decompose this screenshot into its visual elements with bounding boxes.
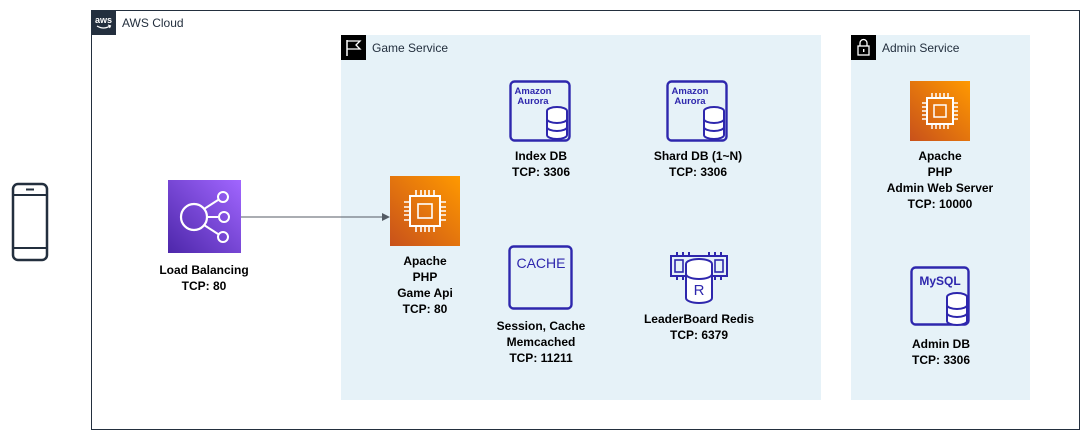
svg-text:Amazon: Amazon bbox=[515, 86, 552, 97]
lock-icon bbox=[851, 35, 876, 60]
svg-text:Aurora: Aurora bbox=[674, 96, 706, 107]
amazon-aurora-icon: Amazon Aurora bbox=[509, 80, 573, 144]
svg-text:CACHE: CACHE bbox=[516, 255, 565, 271]
elasticache-icon: CACHE bbox=[508, 245, 574, 311]
aws-cloud-group bbox=[91, 10, 1080, 430]
admin-web-server-label: Apache PHP Admin Web Server TCP: 10000 bbox=[886, 149, 994, 211]
aws-logo-icon: aws bbox=[91, 10, 116, 35]
flag-icon bbox=[341, 35, 366, 60]
game-service-title: Game Service bbox=[372, 41, 449, 55]
svg-text:aws: aws bbox=[95, 15, 112, 25]
index-db-label: Index DB TCP: 3306 bbox=[511, 149, 571, 179]
amazon-aurora-icon: Amazon Aurora bbox=[666, 80, 730, 144]
shard-db-label: Shard DB (1~N) TCP: 3306 bbox=[653, 149, 743, 179]
load-balancer-label: Load Balancing TCP: 80 bbox=[159, 263, 249, 293]
rds-mysql-icon: MySQL bbox=[910, 266, 972, 328]
redis-icon: R bbox=[667, 250, 731, 306]
svg-text:MySQL: MySQL bbox=[919, 274, 960, 288]
admin-db-label: Admin DB TCP: 3306 bbox=[911, 337, 971, 367]
svg-text:Amazon: Amazon bbox=[672, 86, 709, 97]
admin-service-title: Admin Service bbox=[882, 41, 960, 55]
aws-cloud-title: AWS Cloud bbox=[122, 16, 184, 30]
mobile-phone-icon bbox=[10, 182, 50, 262]
game-api-label: Apache PHP Game Api TCP: 80 bbox=[397, 254, 453, 316]
svg-text:R: R bbox=[694, 282, 705, 299]
session-cache-label: Session, Cache Memcached TCP: 11211 bbox=[496, 319, 586, 365]
elastic-load-balancing-icon bbox=[168, 180, 241, 253]
svg-text:Aurora: Aurora bbox=[517, 96, 549, 107]
ec2-instance-icon bbox=[390, 176, 460, 246]
ec2-instance-icon bbox=[910, 81, 970, 141]
leaderboard-redis-label: LeaderBoard Redis TCP: 6379 bbox=[643, 312, 755, 342]
